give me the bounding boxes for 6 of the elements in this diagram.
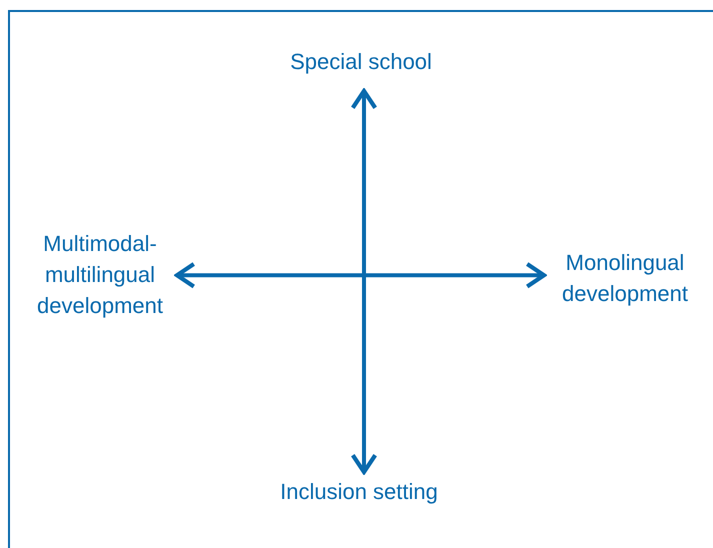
double-headed-arrow	[174, 262, 546, 289]
axis-label: Multimodal- multilingual development	[10, 228, 190, 321]
double-headed-arrow	[350, 88, 378, 474]
axis-label: Inclusion setting	[249, 476, 469, 507]
axis-label: Special school	[261, 46, 461, 77]
axis-label: Monolingual development	[540, 247, 710, 309]
